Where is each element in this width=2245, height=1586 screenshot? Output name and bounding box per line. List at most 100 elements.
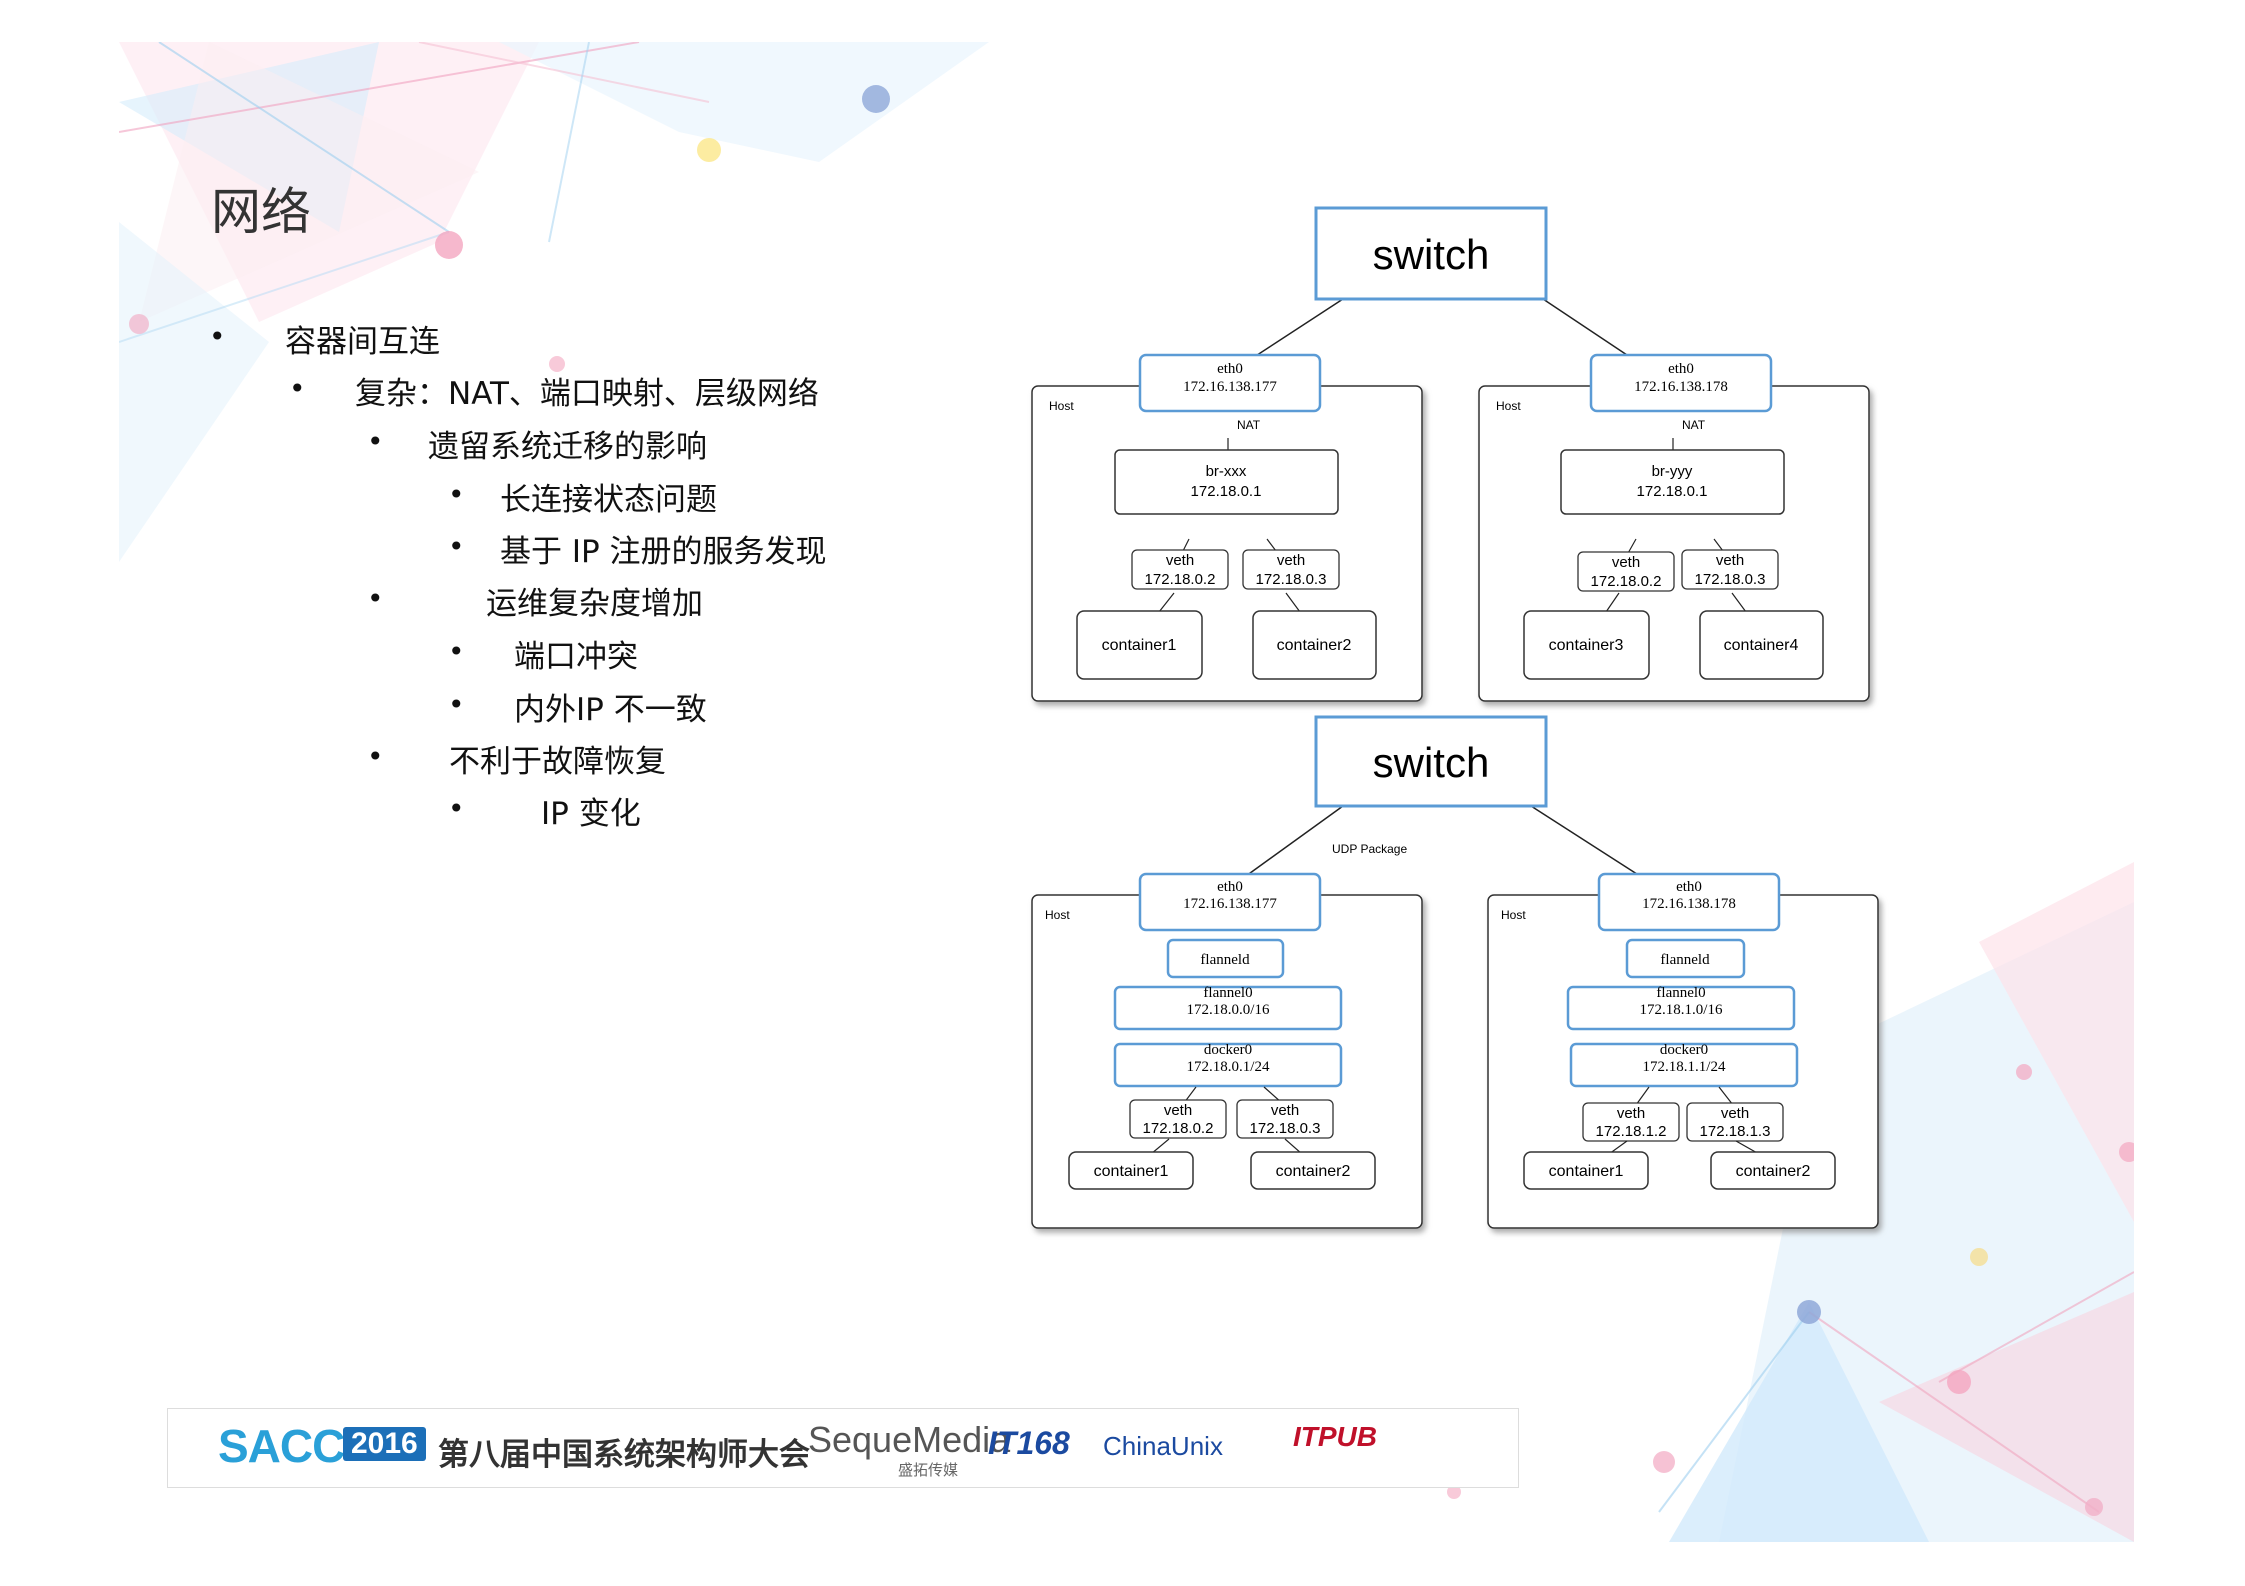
flannel-ip: 172.18.1.0/16 bbox=[1640, 1002, 1723, 1018]
veth-ip: 172.18.0.3 bbox=[1695, 571, 1766, 588]
bullet-item: 遗留系统迁移的影响 bbox=[428, 429, 707, 465]
container-label: container3 bbox=[1549, 637, 1624, 654]
container-label: container1 bbox=[1549, 1163, 1624, 1180]
veth-ip: 172.18.0.2 bbox=[1591, 573, 1662, 590]
sacc-logo: SACC bbox=[218, 1420, 345, 1472]
veth-name: veth bbox=[1612, 554, 1640, 571]
eth-name: eth0 bbox=[1217, 879, 1243, 895]
container-box bbox=[1076, 610, 1203, 680]
eth0-box bbox=[1138, 872, 1322, 932]
nat-label: NAT bbox=[1682, 418, 1706, 432]
slide: 网络 • 容器间互连 • 复杂：NAT、端口映射、层级网络 • 遗留系统迁移的影… bbox=[119, 42, 2134, 1547]
container-label: container1 bbox=[1102, 637, 1177, 654]
veth-box bbox=[1582, 1102, 1680, 1142]
veth-name: veth bbox=[1166, 552, 1194, 569]
network-diagram: switch Host NAT eth0 172.16.138.177 br-x… bbox=[1031, 206, 1879, 1229]
eth0-box bbox=[1589, 353, 1773, 413]
bullet-item: 复杂：NAT、端口映射、层级网络 bbox=[355, 376, 819, 412]
eth-name: eth0 bbox=[1668, 361, 1694, 377]
background-decoration bbox=[119, 42, 2134, 1542]
footer-banner: SACC 2016 第八届中国系统架构师大会 SequeMedia 盛拓传媒 I… bbox=[167, 1408, 1519, 1488]
eth0-box bbox=[1138, 353, 1322, 413]
veth-box bbox=[1242, 549, 1340, 590]
host-label: Host bbox=[1496, 399, 1521, 413]
sequemedia-subtitle: 盛拓传媒 bbox=[898, 1461, 959, 1479]
veth-name: veth bbox=[1721, 1105, 1749, 1122]
nat-label: NAT bbox=[1237, 418, 1261, 432]
chinaunix-logo: ChinaUnix bbox=[1103, 1431, 1223, 1461]
flannel-ip: 172.18.0.0/16 bbox=[1187, 1002, 1270, 1018]
bridge-ip: 172.18.0.1 bbox=[1637, 483, 1708, 500]
it168-logo: IT168 bbox=[988, 1425, 1070, 1461]
container-label: container2 bbox=[1276, 1163, 1351, 1180]
bullet-dot: • bbox=[367, 740, 384, 773]
eth-ip: 172.16.138.178 bbox=[1634, 379, 1728, 395]
switch-label: switch bbox=[1373, 231, 1490, 278]
veth-ip: 172.18.0.3 bbox=[1250, 1120, 1321, 1137]
udp-label: UDP Package bbox=[1332, 842, 1407, 856]
switch-box bbox=[1314, 715, 1548, 808]
veth-ip: 172.18.1.2 bbox=[1596, 1123, 1667, 1140]
flannel0-box bbox=[1566, 985, 1796, 1031]
veth-ip: 172.18.0.2 bbox=[1143, 1120, 1214, 1137]
flannel-name: flannel0 bbox=[1656, 985, 1705, 1001]
eth-name: eth0 bbox=[1676, 879, 1702, 895]
container-box bbox=[1068, 1151, 1194, 1190]
veth-name: veth bbox=[1277, 552, 1305, 569]
bullet-dot: • bbox=[448, 478, 465, 511]
host-label: Host bbox=[1049, 399, 1074, 413]
eth-ip: 172.16.138.177 bbox=[1183, 379, 1277, 395]
veth-ip: 172.18.0.2 bbox=[1145, 571, 1216, 588]
container-label: container2 bbox=[1277, 637, 1352, 654]
bridge-box bbox=[1560, 449, 1785, 515]
container-label: container2 bbox=[1736, 1163, 1811, 1180]
bridge-name: br-yyy bbox=[1652, 463, 1693, 480]
docker-ip: 172.18.0.1/24 bbox=[1187, 1059, 1270, 1075]
eth-name: eth0 bbox=[1217, 361, 1243, 377]
eth0-box bbox=[1597, 872, 1781, 932]
bullet-dot: • bbox=[209, 320, 226, 353]
veth-ip: 172.18.1.3 bbox=[1700, 1123, 1771, 1140]
container-box bbox=[1252, 610, 1377, 680]
docker-ip: 172.18.1.1/24 bbox=[1643, 1059, 1726, 1075]
container-label: container4 bbox=[1724, 637, 1799, 654]
sequemedia-logo: SequeMedia bbox=[808, 1419, 1011, 1460]
flanneld-box bbox=[1625, 938, 1746, 979]
bridge-ip: 172.18.0.1 bbox=[1191, 483, 1262, 500]
container-box bbox=[1523, 610, 1650, 680]
container-box bbox=[1250, 1151, 1376, 1190]
conference-name: 第八届中国系统架构师大会 bbox=[438, 1437, 810, 1473]
flannel-name: flannel0 bbox=[1203, 985, 1252, 1001]
container-box bbox=[1699, 610, 1824, 680]
itpub-logo: ITPUB bbox=[1293, 1421, 1377, 1452]
veth-box bbox=[1131, 549, 1229, 590]
veth-box bbox=[1577, 551, 1675, 592]
bullet-item: 长连接状态问题 bbox=[500, 482, 717, 518]
veth-box bbox=[1681, 549, 1779, 590]
host-label: Host bbox=[1501, 908, 1526, 922]
bullet-item: 内外IP 不一致 bbox=[514, 692, 707, 728]
docker0-box bbox=[1569, 1042, 1799, 1088]
flannel0-box bbox=[1113, 985, 1343, 1031]
bullet-item: 端口冲突 bbox=[514, 639, 638, 675]
bullet-dot: • bbox=[448, 635, 465, 668]
bullet-dot: • bbox=[367, 582, 384, 615]
bridge-name: br-xxx bbox=[1206, 463, 1247, 480]
docker-name: docker0 bbox=[1204, 1042, 1252, 1058]
container-label: container1 bbox=[1094, 1163, 1169, 1180]
veth-box bbox=[1686, 1102, 1784, 1142]
bullet-dot: • bbox=[367, 425, 384, 458]
docker0-box bbox=[1113, 1042, 1343, 1088]
slide-title: 网络 bbox=[211, 183, 311, 241]
flanneld-label: flanneld bbox=[1660, 952, 1710, 968]
veth-box bbox=[1236, 1099, 1334, 1139]
bullet-item: 容器间互连 bbox=[285, 324, 440, 360]
veth-name: veth bbox=[1271, 1102, 1299, 1119]
docker-name: docker0 bbox=[1660, 1042, 1708, 1058]
flanneld-label: flanneld bbox=[1200, 952, 1250, 968]
bullet-item: IP 变化 bbox=[541, 796, 641, 832]
bridge-box bbox=[1114, 449, 1339, 515]
diagram-bottom: UDP Package switch Host eth0 172.16.138.… bbox=[1031, 715, 1879, 1229]
bullet-dot: • bbox=[448, 688, 465, 721]
flanneld-box bbox=[1166, 938, 1285, 979]
